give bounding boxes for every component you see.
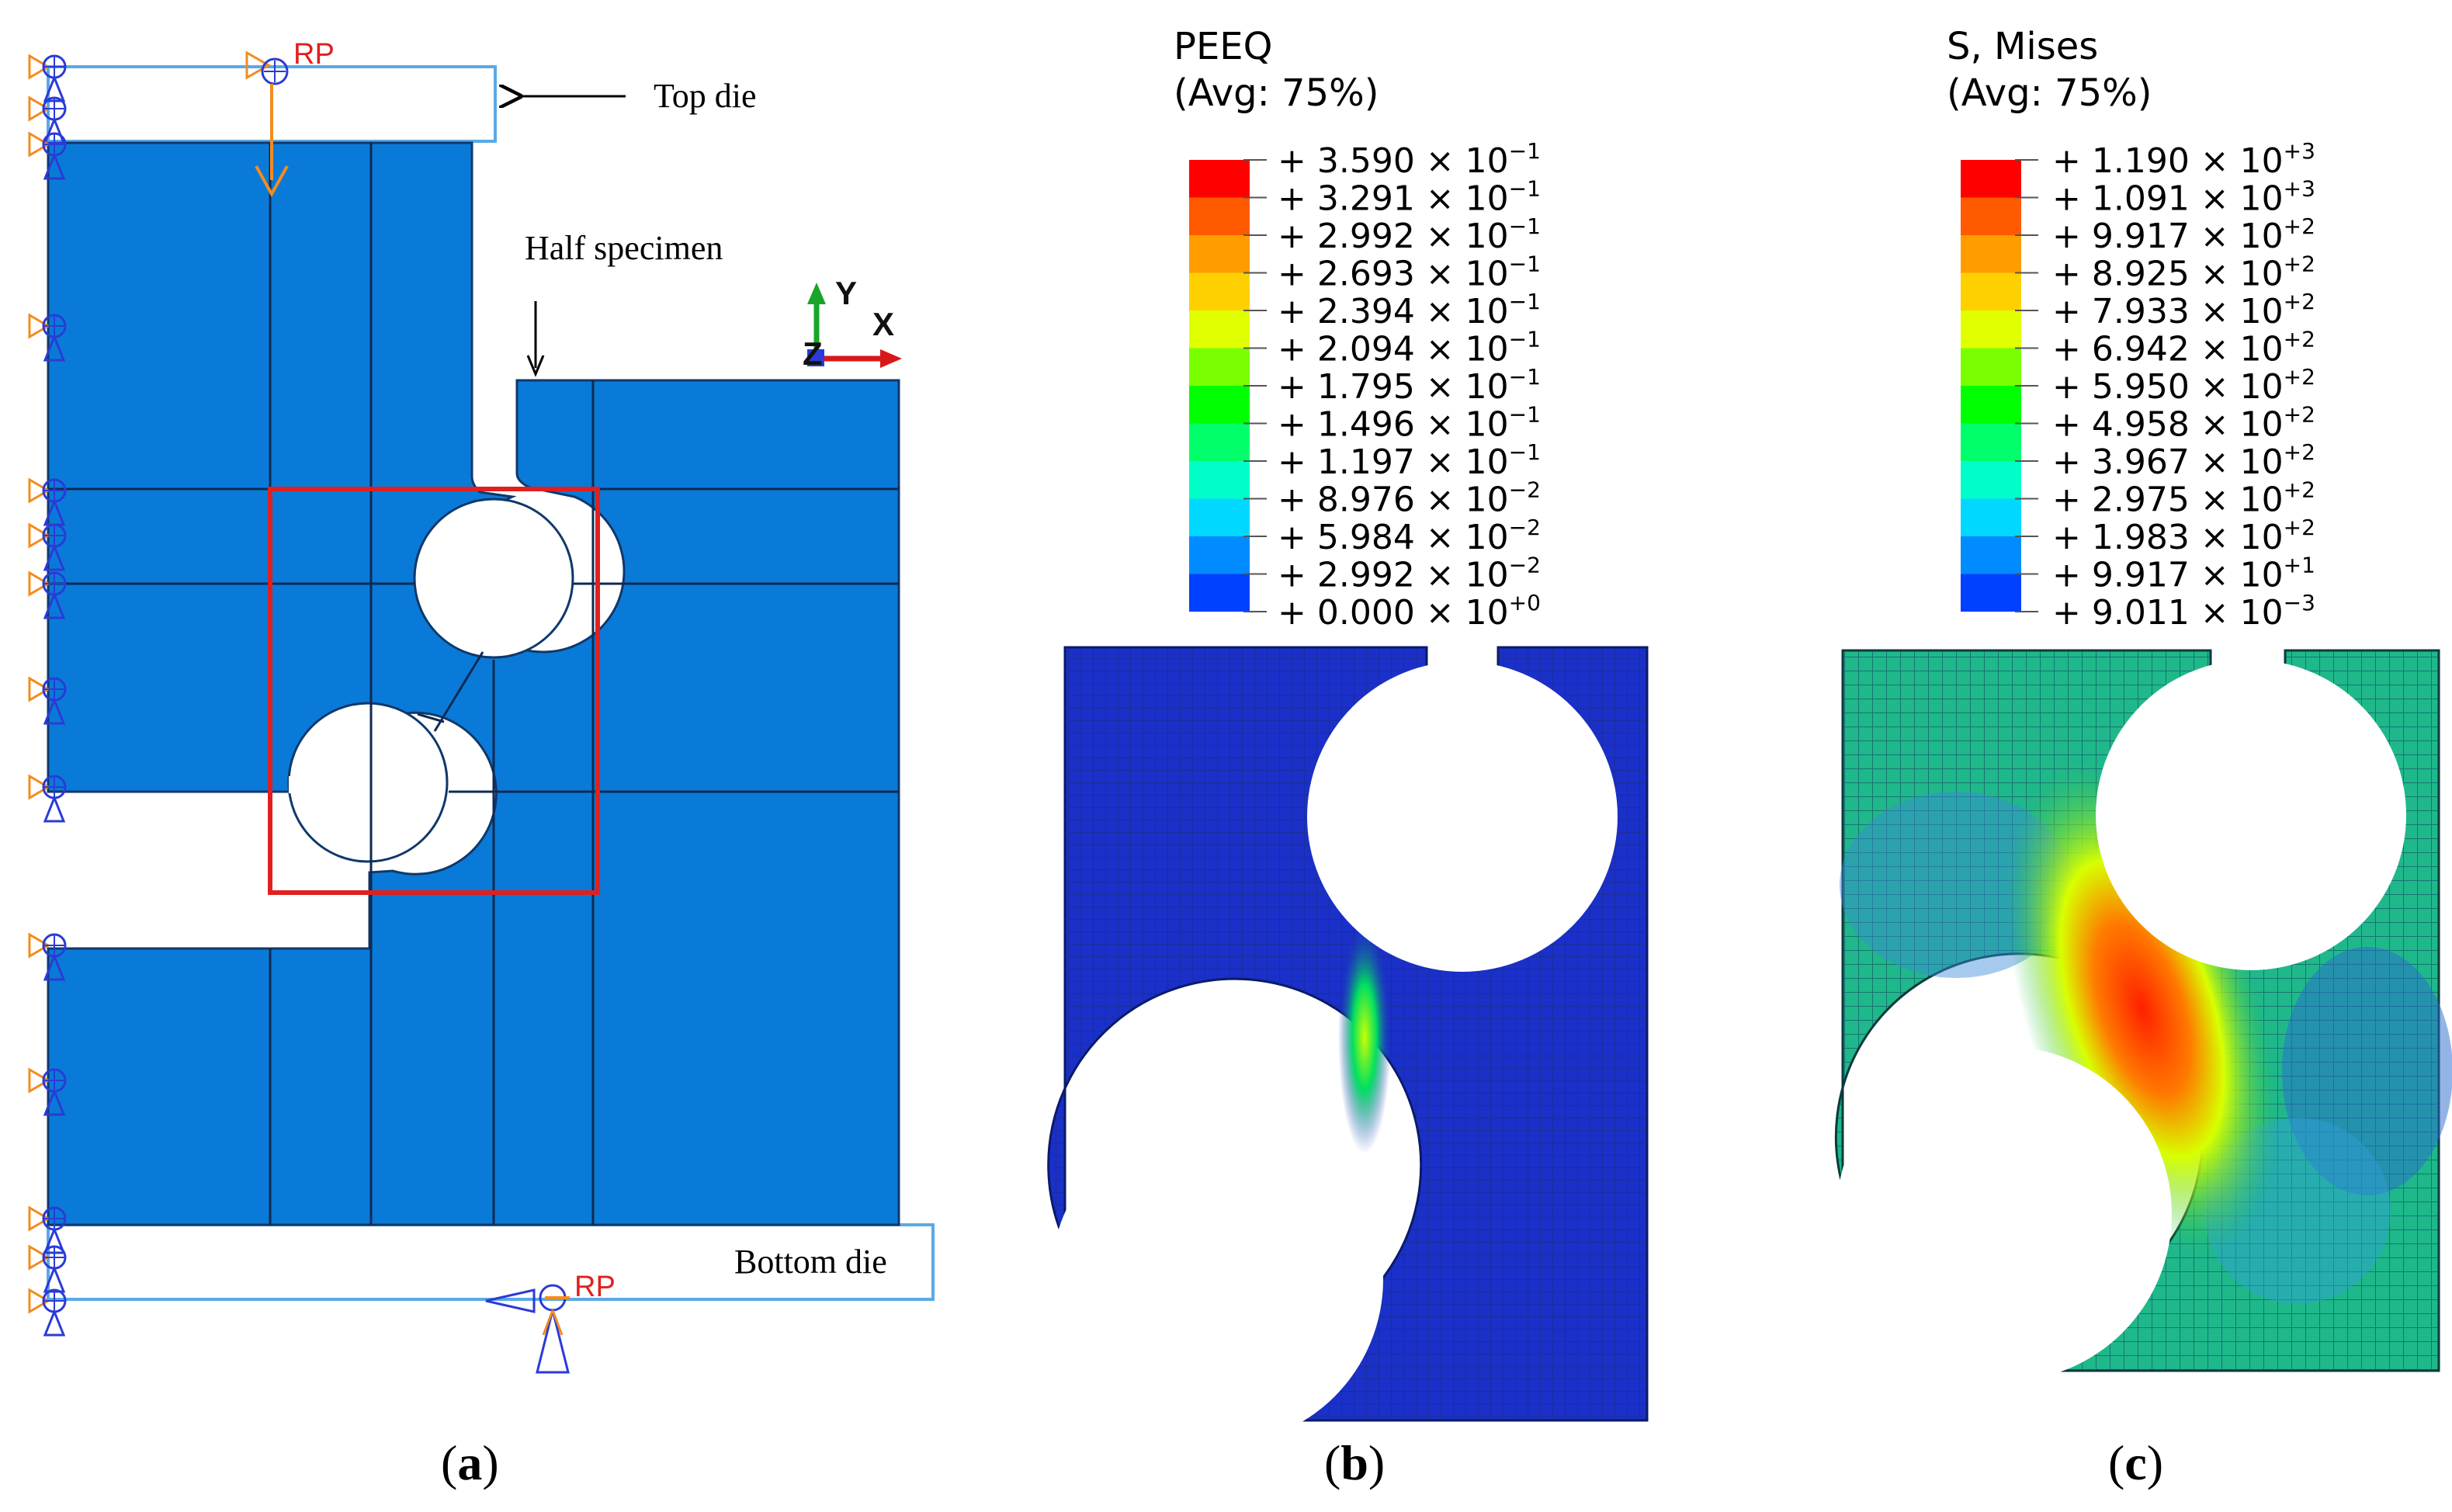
legend-b-title-2: (Avg: 75%) — [1174, 71, 1379, 115]
legend-swatch — [1189, 498, 1250, 536]
legend-swatch — [1189, 310, 1250, 349]
rp-label-bottom: RP — [574, 1271, 616, 1303]
legend-swatch — [1961, 574, 2021, 612]
legend-swatch — [1189, 461, 1250, 499]
legend-value: + 9.011 × 10−3 — [2052, 590, 2315, 633]
legend-value: + 2.992 × 10−2 — [1278, 553, 1541, 595]
legend-swatch — [1961, 235, 2021, 273]
legend-value: + 4.958 × 10+2 — [2052, 402, 2315, 445]
legend-value: + 1.795 × 10−1 — [1278, 364, 1541, 407]
caption-c: (c) — [2108, 1435, 2163, 1490]
panel-a: RP RP Y X Z Top die Half specimen Bottom — [28, 38, 935, 1490]
bottom-die-label: Bottom die — [734, 1243, 887, 1281]
hole-upper-c — [2096, 660, 2406, 970]
legend-swatch — [1189, 235, 1250, 273]
legend-value: + 2.693 × 10−1 — [1278, 251, 1541, 294]
legend-swatch — [1189, 574, 1250, 612]
legend-value: + 3.291 × 10−1 — [1278, 176, 1541, 219]
legend-value: + 0.000 × 10+0 — [1278, 590, 1541, 633]
legend-value: + 2.992 × 10−1 — [1278, 213, 1541, 256]
top-reference-point — [245, 50, 289, 198]
legend-swatch — [1961, 498, 2021, 536]
legend-swatch — [1961, 348, 2021, 386]
upper-hole — [413, 498, 574, 659]
hole-lower-b — [1051, 1113, 1383, 1445]
legend-swatch — [1189, 160, 1250, 198]
legend-swatch — [1961, 461, 2021, 499]
legend-value: + 9.917 × 10+2 — [2052, 213, 2315, 256]
caption-a: (a) — [441, 1435, 499, 1490]
legend-value: + 5.984 × 10−2 — [1278, 515, 1541, 557]
legend-swatch — [1961, 197, 2021, 235]
hole-lower-c — [1836, 1046, 2172, 1382]
legend-swatch — [1189, 348, 1250, 386]
legend-swatch — [1961, 536, 2021, 574]
legend-swatch — [1961, 160, 2021, 198]
legend-value: + 3.590 × 10−1 — [1278, 138, 1541, 181]
caption-b: (b) — [1324, 1435, 1385, 1490]
lower-notch — [289, 776, 320, 793]
rp-label-top: RP — [293, 38, 335, 71]
legend-value: + 1.197 × 10−1 — [1278, 439, 1541, 482]
legend-swatch — [1961, 310, 2021, 349]
coordinate-triad: Y X Z — [803, 275, 902, 372]
top-die-label: Top die — [654, 77, 757, 115]
bottom-reference-point — [485, 1284, 570, 1374]
legend-value: + 1.983 × 10+2 — [2052, 515, 2315, 557]
legend-swatch — [1961, 272, 2021, 310]
contour-plot-c — [1834, 647, 2452, 1382]
legend-value: + 8.925 × 10+2 — [2052, 251, 2315, 294]
legend-c-title-2: (Avg: 75%) — [1947, 71, 2152, 115]
legend-value: + 2.394 × 10−1 — [1278, 289, 1541, 331]
legend-value: + 1.091 × 10+3 — [2052, 176, 2315, 219]
partition-lines — [48, 143, 899, 1225]
legend-value: + 6.942 × 10+2 — [2052, 327, 2315, 369]
legend-value: + 5.950 × 10+2 — [2052, 364, 2315, 407]
contour-plot-b — [1047, 644, 1649, 1445]
legend-b-title-1: PEEQ — [1174, 25, 1272, 68]
axis-y-label: Y — [835, 275, 857, 311]
legend-swatch — [1961, 423, 2021, 461]
strain-band-b — [1338, 921, 1391, 1153]
legend-value: + 2.094 × 10−1 — [1278, 327, 1541, 369]
legend-value: + 3.967 × 10+2 — [2052, 439, 2315, 482]
legend-swatch — [1189, 423, 1250, 461]
legend-value: + 2.975 × 10+2 — [2052, 477, 2315, 520]
legend-value: + 7.933 × 10+2 — [2052, 289, 2315, 331]
legend-value: + 1.190 × 10+3 — [2052, 138, 2315, 181]
legend-value: + 9.917 × 10+1 — [2052, 553, 2315, 595]
legend-c: + 1.190 × 10+3+ 1.091 × 10+3+ 9.917 × 10… — [1961, 138, 2315, 633]
legend-value: + 1.496 × 10−1 — [1278, 402, 1541, 445]
half-specimen — [47, 141, 900, 1226]
legend-b: + 3.590 × 10−1+ 3.291 × 10−1+ 2.992 × 10… — [1189, 138, 1541, 633]
hole-upper-b — [1307, 661, 1618, 972]
legend-swatch — [1189, 197, 1250, 235]
legend-swatch — [1189, 272, 1250, 310]
legend-swatch — [1189, 536, 1250, 574]
panel-b: PEEQ (Avg: 75%) + 3.590 × 10−1+ 3.291 × … — [1047, 25, 1649, 1490]
half-specimen-label: Half specimen — [525, 229, 723, 267]
axis-x-label: X — [872, 306, 894, 342]
region-of-interest-box — [268, 487, 600, 895]
axis-z-label: Z — [803, 335, 823, 372]
legend-swatch — [1961, 386, 2021, 424]
legend-value: + 8.976 × 10−2 — [1278, 477, 1541, 520]
panel-c: S, Mises (Avg: 75%) + 1.190 × 10+3+ 1.09… — [1834, 25, 2452, 1490]
legend-swatch — [1189, 386, 1250, 424]
legend-c-title-1: S, Mises — [1947, 25, 2098, 68]
